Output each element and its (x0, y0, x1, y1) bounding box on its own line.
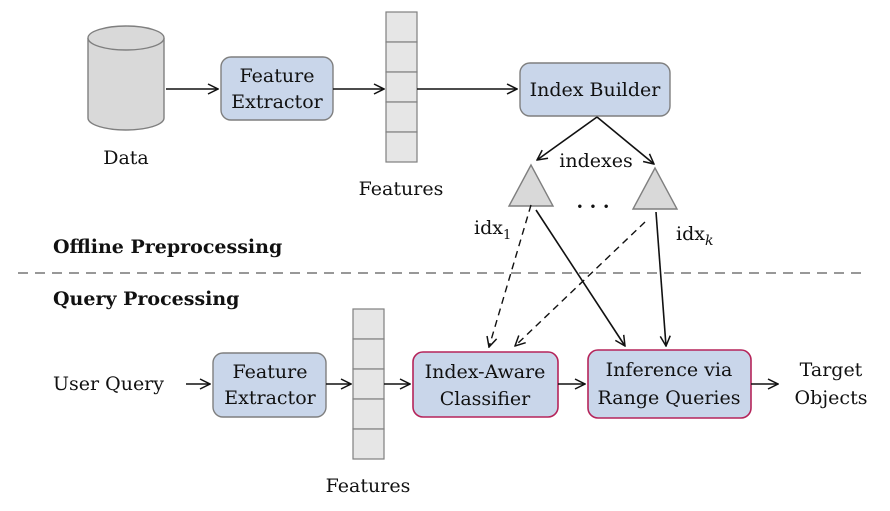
idx-1-label: idx1 (474, 217, 511, 243)
index-aware-classifier-box: Index-Aware Classifier (412, 351, 559, 418)
edge-idx1-to-classifier (489, 204, 532, 347)
edge-idxk-to-classifier (515, 221, 646, 346)
indexes-label: indexes (559, 150, 632, 172)
idx-k-subscript: k (705, 233, 713, 249)
index-k-triangle-icon (631, 166, 679, 210)
offline-feature-extractor-line-1: Feature (240, 65, 315, 87)
target-objects-line-2: Objects (795, 387, 868, 409)
classifier-line-1: Index-Aware (425, 361, 546, 383)
edge-builder-to-idx1 (537, 116, 598, 160)
idx-1-base: idx (474, 217, 503, 239)
offline-section-title: Offline Preprocessing (53, 236, 282, 258)
offline-feature-extractor-line-2: Extractor (231, 91, 323, 113)
query-feature-extractor-line-1: Feature (233, 361, 308, 383)
offline-feature-extractor-box: Feature Extractor (220, 56, 334, 121)
index-builder-box: Index Builder (519, 62, 671, 117)
offline-features-label: Features (359, 178, 444, 200)
inference-line-1: Inference via (606, 359, 733, 381)
index-builder-label: Index Builder (530, 79, 662, 101)
query-section-title: Query Processing (53, 288, 239, 310)
index-1-triangle-icon (507, 163, 555, 207)
data-store-icon (87, 25, 165, 131)
idx-k-label: idxk (676, 223, 713, 249)
query-features-label: Features (326, 475, 411, 497)
index-ellipsis: · · · (576, 196, 609, 218)
data-label: Data (103, 147, 149, 169)
offline-features-vector (385, 11, 418, 163)
target-objects-line-1: Target (800, 359, 863, 381)
edge-idxk-to-inference (655, 211, 666, 346)
classifier-line-2: Classifier (440, 388, 531, 410)
inference-line-2: Range Queries (598, 387, 741, 409)
inference-range-queries-box: Inference via Range Queries (587, 349, 752, 419)
edge-builder-to-idxk (596, 116, 654, 164)
idx-1-subscript: 1 (503, 228, 511, 243)
query-features-vector (352, 308, 385, 460)
query-feature-extractor-line-2: Extractor (224, 387, 316, 409)
idx-k-base: idx (676, 223, 705, 245)
query-feature-extractor-box: Feature Extractor (212, 352, 327, 418)
user-query-label: User Query (53, 373, 164, 395)
edge-idx1-to-inference (535, 209, 625, 346)
